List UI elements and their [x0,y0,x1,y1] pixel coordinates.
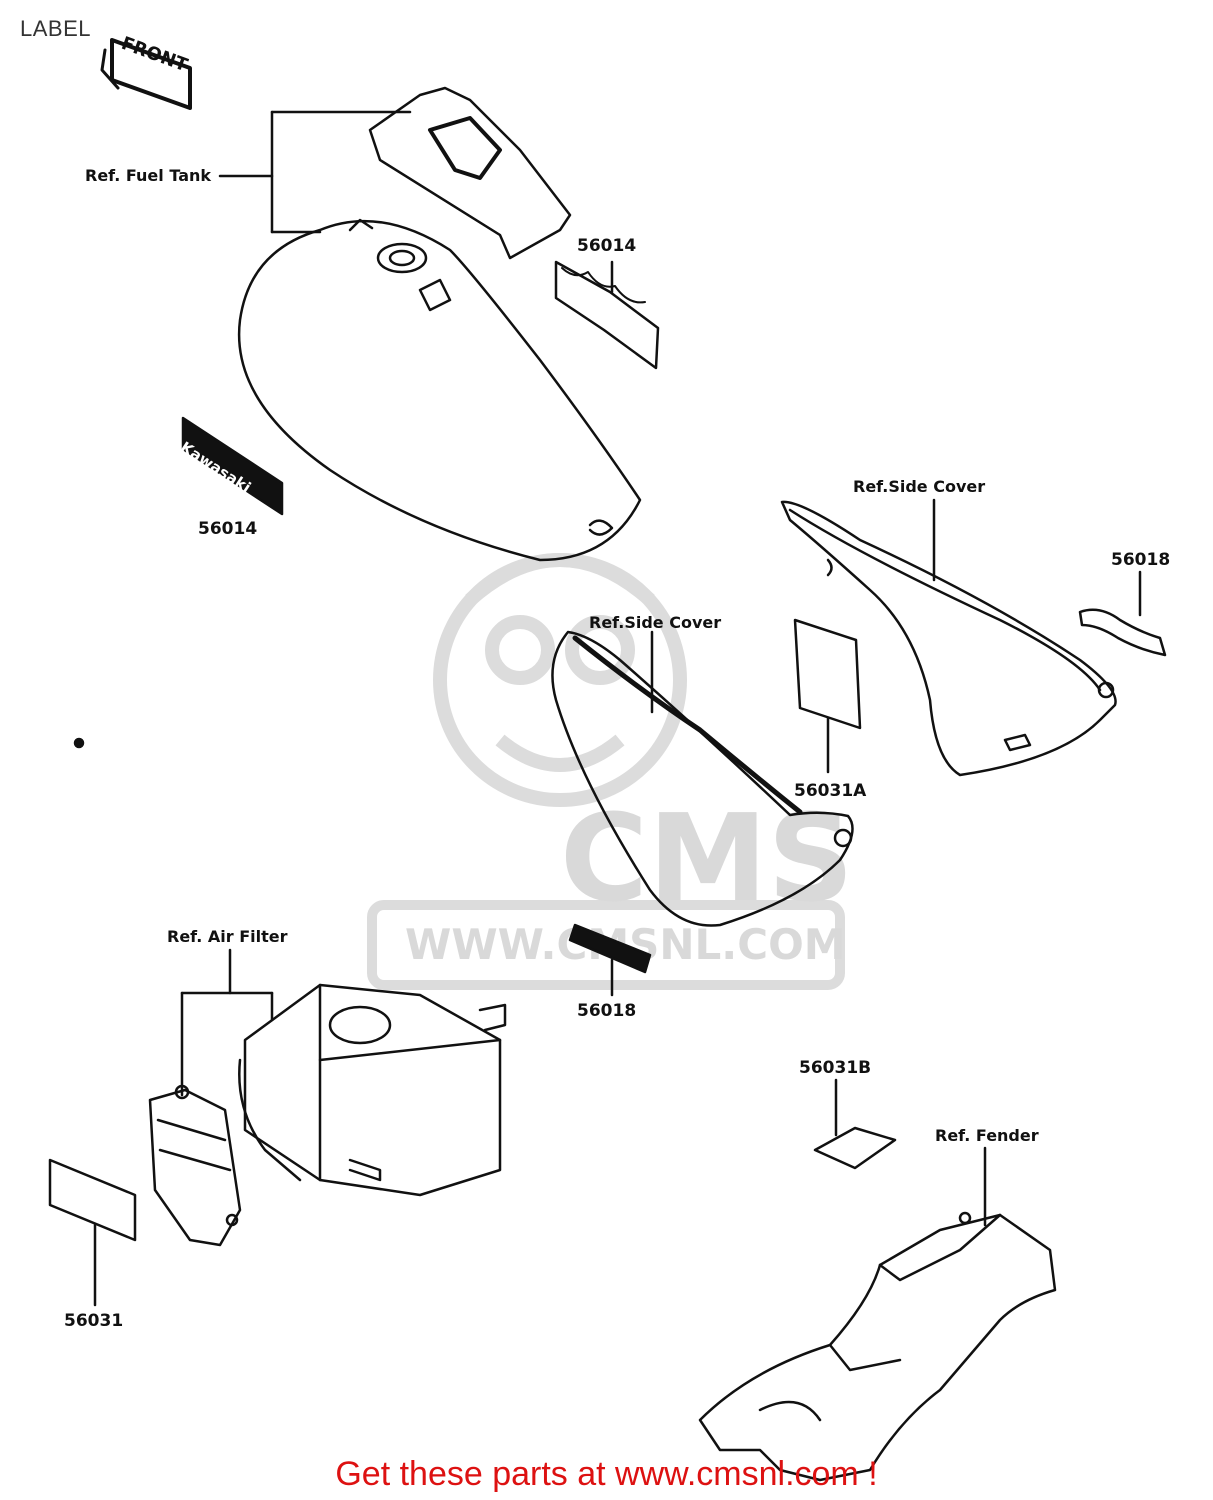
part-number-56018-right: 56018 [1111,550,1171,570]
part-number-56014-left: 56014 [198,519,258,539]
rear-fender [698,1211,1057,1482]
air-filter-box [238,983,507,1197]
ref-side-cover-left-label: Ref.Side Cover [589,613,722,632]
label-56031-plate [48,1158,137,1242]
part-number-56014-top: 56014 [577,236,637,256]
label-56031b [813,1126,897,1170]
footer-link[interactable]: Get these parts at www.cmsnl.com ! [335,1455,878,1493]
part-number-56031: 56031 [64,1311,124,1331]
ref-side-cover-right-label: Ref.Side Cover [853,477,986,496]
front-label-sticker [100,38,192,110]
watermark-mascot [433,553,687,807]
part-number-56018-center: 56018 [577,1001,637,1021]
fuel-tank-top-cover [368,86,572,260]
side-cover-left [551,630,854,927]
ref-fuel-tank-label: Ref. Fuel Tank [85,166,212,185]
page-title: LABEL [20,16,91,41]
air-filter-ref-bracket [180,948,274,1097]
kawasaki-emblem [181,416,284,516]
watermark-frame [367,900,845,990]
part-number-56031a: 56031A [794,781,867,801]
air-filter-cover [148,1084,242,1247]
label-56018-right [1078,608,1167,657]
label-56018-center [568,923,652,974]
part-number-56031b: 56031B [799,1058,872,1078]
ref-fender-label: Ref. Fender [935,1126,1039,1145]
ref-air-filter-label: Ref. Air Filter [167,927,288,946]
dot-marker [73,737,85,749]
label-56014-top-strip [554,260,660,370]
side-cover-right [780,500,1117,777]
fuel-tank [237,218,642,562]
label-56031a [793,618,862,730]
fuel-tank-ref-bracket [218,110,412,234]
